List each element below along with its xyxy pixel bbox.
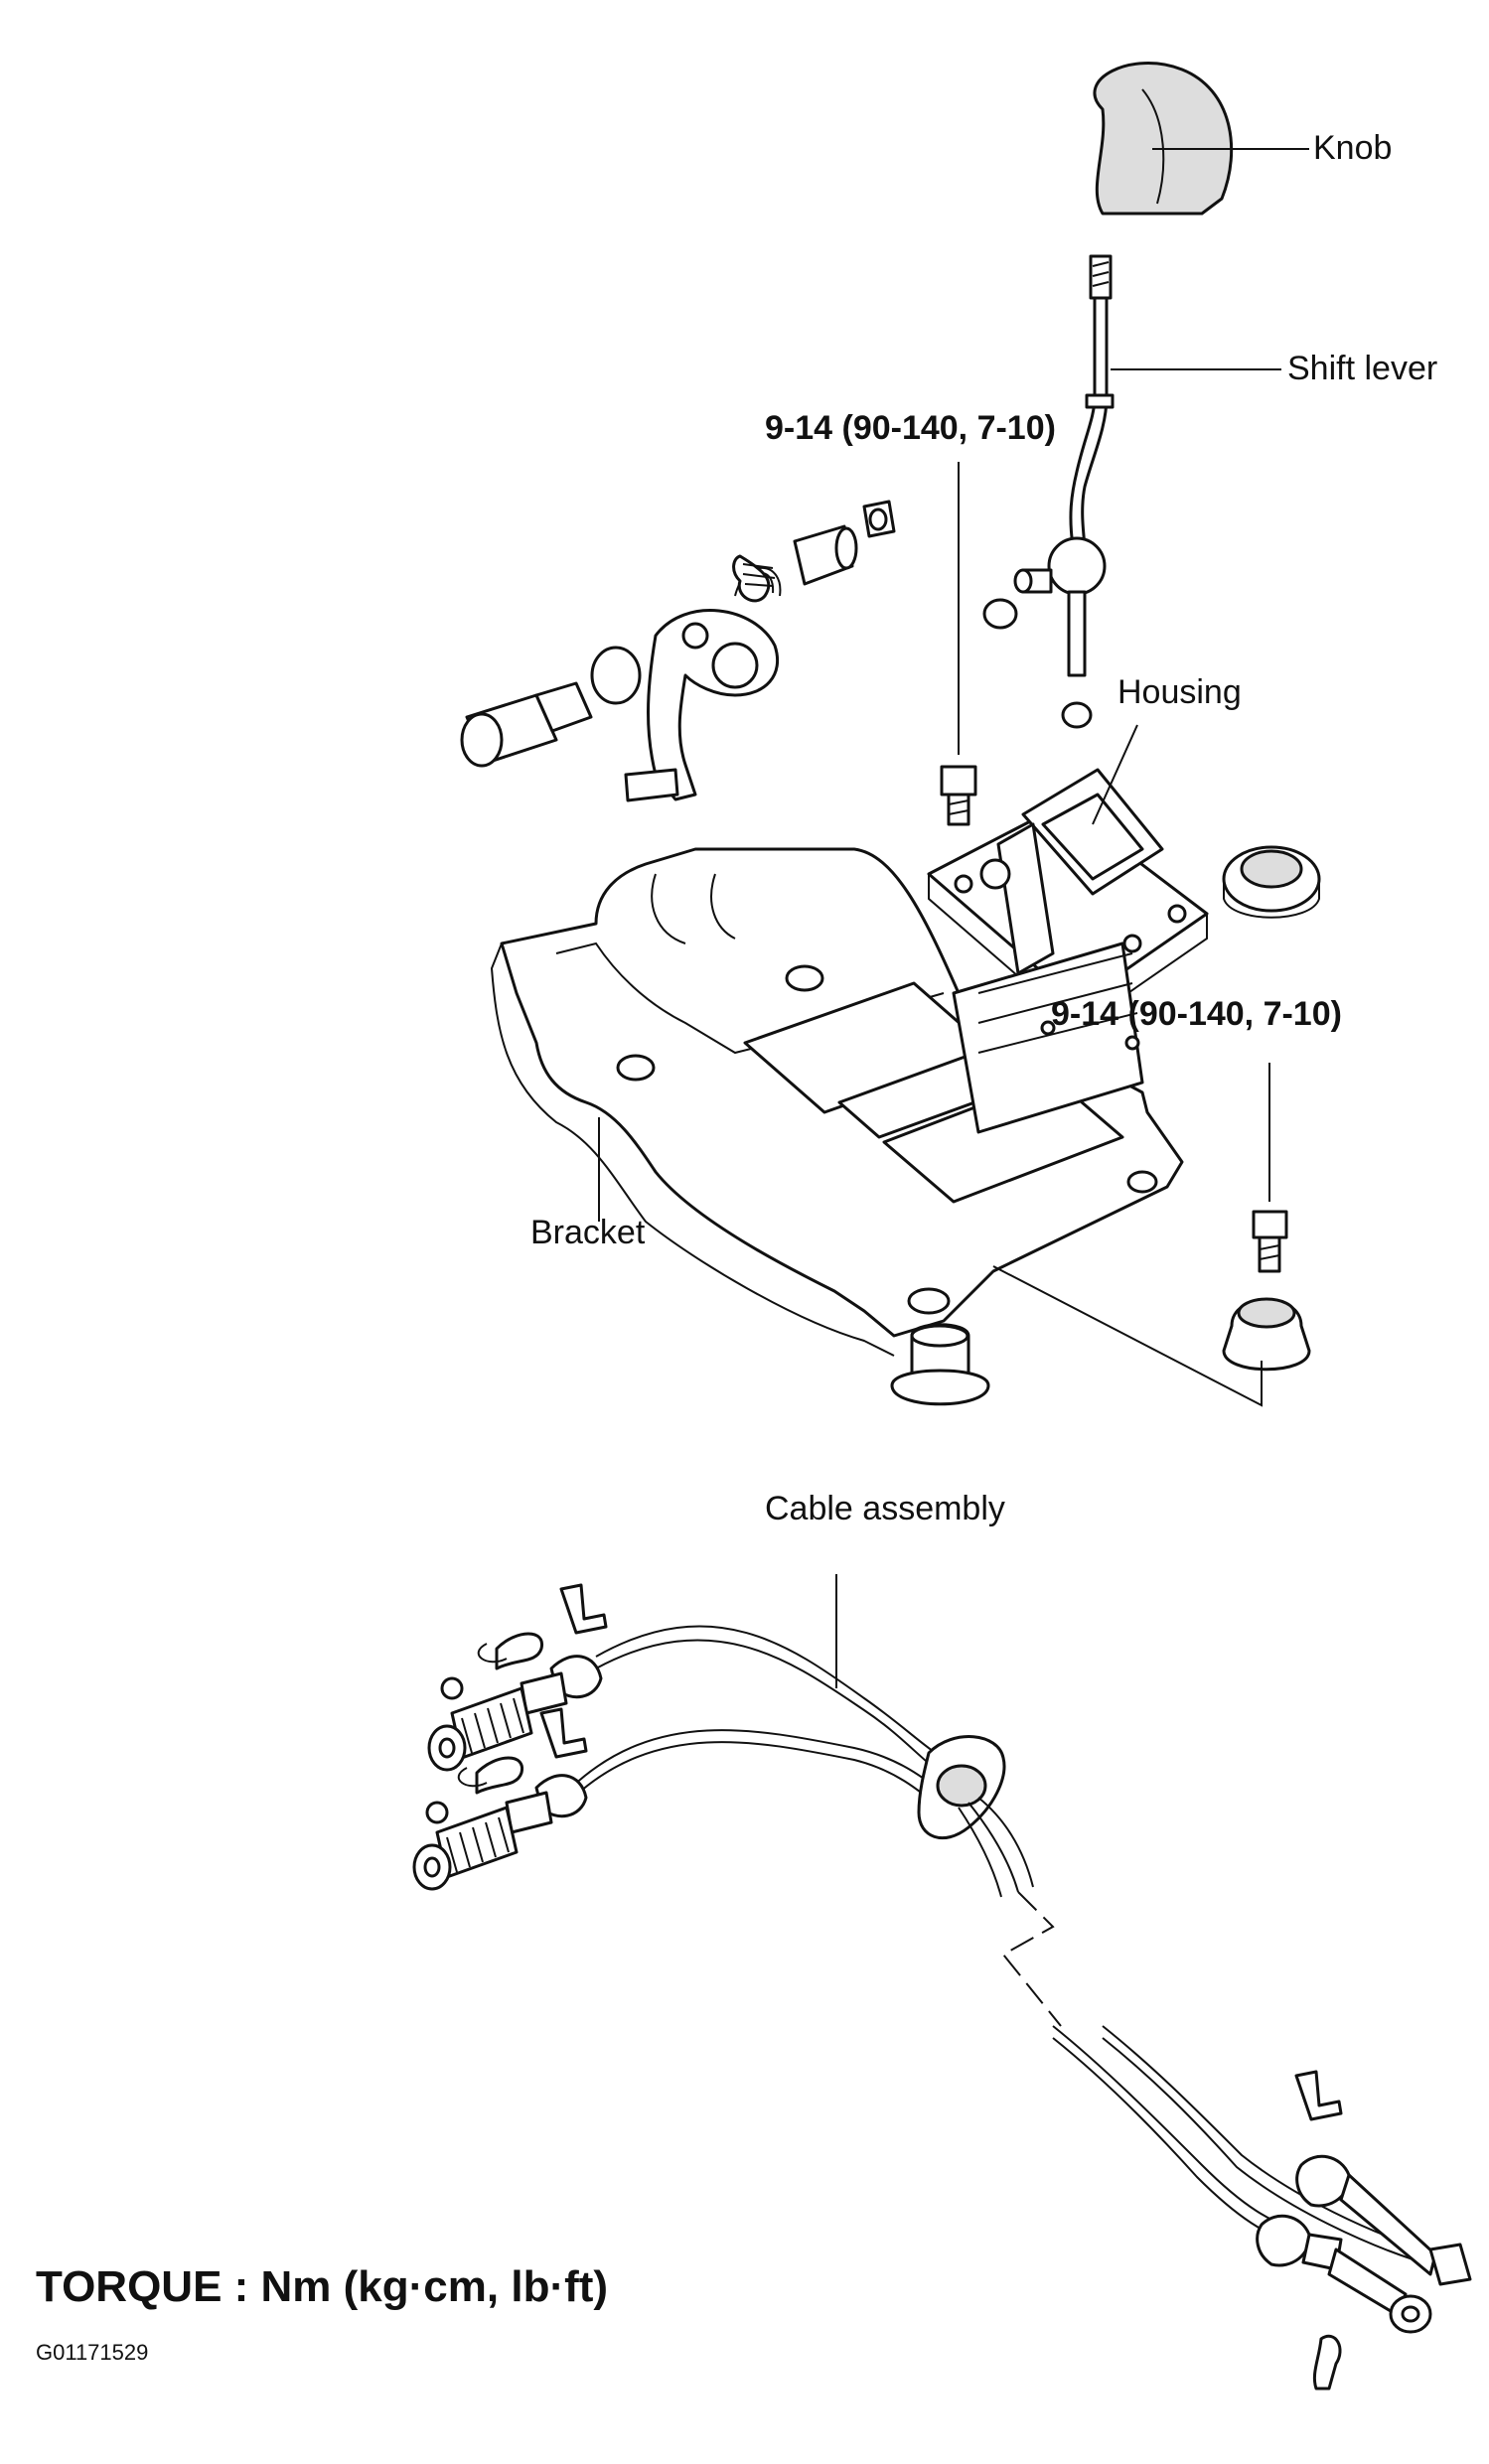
housing-label: Housing	[1117, 673, 1242, 711]
torque-upper-label: 9-14 (90-140, 7-10)	[765, 409, 1056, 447]
cable-end-upper-icon	[427, 1583, 608, 1772]
bracket-icon	[490, 847, 1184, 1357]
bushing-icon	[890, 1323, 990, 1406]
torque-title: TORQUE : Nm (kg·cm, lb·ft)	[36, 2262, 609, 2311]
bracket-label: Bracket	[530, 1214, 646, 1251]
figure-code: G01171529	[36, 2340, 149, 2365]
shift-lever-label: Shift lever	[1287, 350, 1438, 387]
bolt-lower-icon	[1252, 1210, 1288, 1273]
housing-leader	[1092, 724, 1138, 825]
bolt-upper-icon	[940, 765, 977, 826]
cable-end-lower-icon	[412, 1707, 588, 1891]
knob-label: Knob	[1313, 129, 1393, 167]
pivot-assembly-icon	[460, 500, 896, 802]
shift-lever-icon	[982, 254, 1115, 729]
grommet-lower-icon	[1222, 1297, 1311, 1372]
torque-lower-label: 9-14 (90-140, 7-10)	[1051, 995, 1342, 1033]
grommet-upper-icon	[1222, 845, 1321, 919]
cable-assembly-label: Cable assembly	[765, 1490, 1005, 1527]
knob-icon	[1093, 62, 1234, 216]
cable-icon	[570, 1574, 1441, 2267]
bracket-grommet-link	[992, 1265, 1263, 1407]
cable-end-right-icon	[1256, 2070, 1472, 2391]
